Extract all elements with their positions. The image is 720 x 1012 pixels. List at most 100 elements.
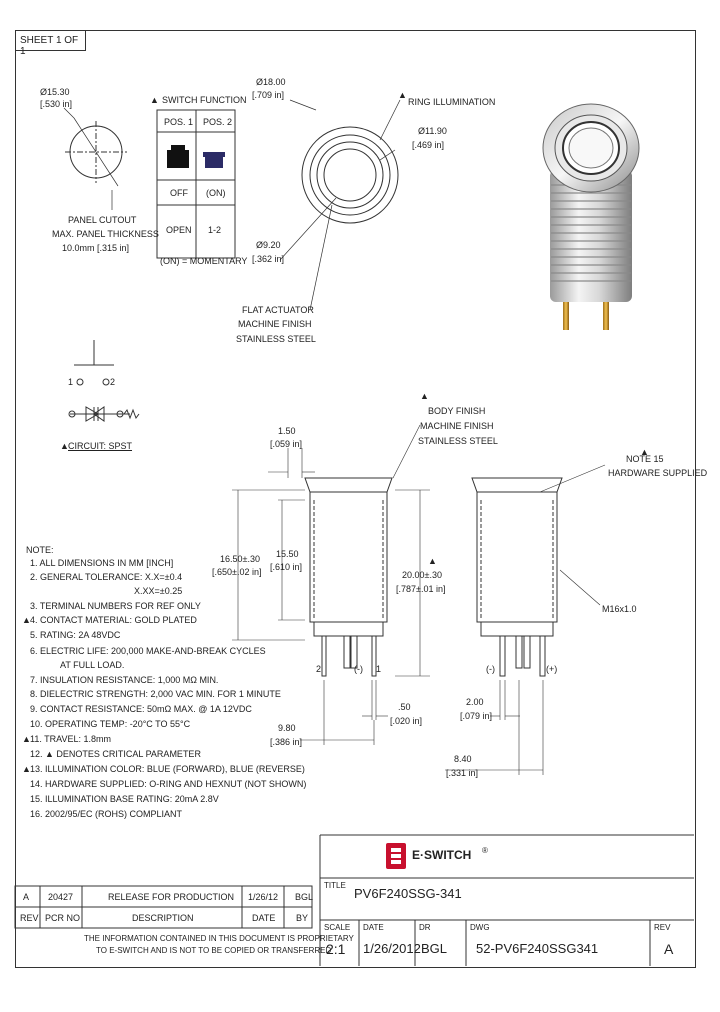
rev-value: A — [664, 941, 674, 957]
title-label: TITLE — [324, 881, 346, 890]
pos1-header: POS. 1 — [164, 117, 194, 127]
dim-1650-in: [.650±.02 in] — [212, 567, 262, 577]
dim-980-in: [.386 in] — [270, 737, 303, 747]
proprietary-line-2: TO E-SWITCH AND IS NOT TO BE COPIED OR T… — [96, 946, 332, 955]
note-flag-13: ▲ — [22, 764, 31, 774]
brand-registered: ® — [482, 846, 488, 855]
term-2-label: 2 — [316, 664, 322, 674]
front-dia1-in: [.709 in] — [252, 90, 285, 100]
dwg-number: 52-PV6F240SSG341 — [476, 941, 599, 956]
front-dia2-mm: Ø11.90 — [418, 126, 447, 136]
front-dia3-in: [.362 in] — [252, 254, 285, 264]
term-minus-label: (-) — [354, 664, 363, 674]
brand-name: E·SWITCH — [412, 848, 472, 862]
switch-function-title: SWITCH FUNCTION — [162, 95, 247, 105]
panel-cutout-label: PANEL CUTOUT — [68, 215, 137, 225]
dim-050-in: [.020 in] — [390, 716, 423, 726]
circuit-term-2: 2 — [110, 377, 116, 387]
rev-head-by: BY — [296, 913, 309, 923]
front-dia1-mm: Ø18.00 — [256, 77, 286, 87]
switch-render-image — [542, 103, 640, 330]
body-label-3: STAINLESS STEEL — [418, 436, 498, 446]
dim-200-mm: 2.00 — [466, 697, 484, 707]
note15-label: NOTE 15 — [626, 454, 664, 464]
note-line: 9. CONTACT RESISTANCE: 50mΩ MAX. @ 1A 12… — [30, 704, 252, 714]
body-label-1: BODY FINISH — [428, 406, 486, 416]
note-line: 11. TRAVEL: 1.8mm — [30, 734, 112, 744]
pos1-actuator-icon — [167, 150, 189, 168]
rev-head-date: DATE — [252, 913, 276, 923]
rev-row-pcr: 20427 — [48, 892, 74, 902]
thread-label: M16x1.0 — [602, 604, 637, 614]
dim-200-in: [.079 in] — [460, 711, 493, 721]
circuit-term-1: 1 — [68, 377, 74, 387]
dim-2000-mm: 20.00±.30 — [402, 570, 442, 580]
dim-840-in: [.331 in] — [446, 768, 479, 778]
circuit-label: CIRCUIT: SPST — [68, 441, 133, 451]
note-flag-11: ▲ — [22, 734, 31, 744]
actuator-label-1: FLAT ACTUATOR — [242, 305, 314, 315]
note-line: 12. ▲ DENOTES CRITICAL PARAMETER — [30, 749, 201, 759]
rev-label: REV — [654, 923, 671, 932]
body-flag: ▲ — [420, 391, 429, 401]
rev-row-date: 1/26/12 — [248, 892, 279, 902]
note15-flag: ▲ — [640, 447, 649, 457]
sheet-box: SHEET 1 OF 1 — [15, 30, 86, 57]
panel-dia-mm: Ø15.30 — [40, 87, 70, 97]
hardware-label: HARDWARE SUPPLIED — [608, 468, 708, 478]
note-line: 2. GENERAL TOLERANCE: X.X=±0.4 — [30, 572, 183, 582]
note-line: 13. ILLUMINATION COLOR: BLUE (FORWARD), … — [30, 764, 305, 774]
rev-row-by: BGL — [295, 892, 314, 902]
ring-illumination-label: RING ILLUMINATION — [408, 97, 496, 107]
notes-title: NOTE: — [26, 545, 54, 555]
drawing-frame — [15, 30, 696, 968]
dim-2000-flag: ▲ — [428, 556, 437, 566]
panel-thickness-label: MAX. PANEL THICKNESS — [52, 229, 159, 239]
front-dia3-mm: Ø9.20 — [256, 240, 281, 250]
term-1-label: 1 — [376, 664, 382, 674]
part-number-title: PV6F240SSG-341 — [354, 886, 462, 901]
note-flag-4: ▲ — [22, 615, 31, 625]
pos2-circuit: 1-2 — [208, 225, 222, 235]
rev-head-desc: DESCRIPTION — [132, 913, 194, 923]
switch-function-flag: ▲ — [150, 95, 159, 105]
sheet-label: SHEET 1 OF 1 — [20, 35, 79, 57]
actuator-label-3: STAINLESS STEEL — [236, 334, 316, 344]
dim-2000-in: [.787±.01 in] — [396, 584, 446, 594]
ring-flag: ▲ — [398, 90, 407, 100]
note-line: 3. TERMINAL NUMBERS FOR REF ONLY — [30, 601, 201, 611]
dim-840-mm: 8.40 — [454, 754, 472, 764]
note-line: 16. 2002/95/EC (ROHS) COMPLIANT — [30, 809, 183, 819]
dim-1650-mm: 16.50±.30 — [220, 554, 260, 564]
note-line: X.XX=±0.25 — [134, 586, 183, 596]
circuit-flag: ▲ — [60, 441, 69, 451]
term-4-label: (+) — [546, 664, 558, 674]
pos1-state: OFF — [170, 188, 188, 198]
panel-dia-in: [.530 in] — [40, 99, 73, 109]
actuator-label-2: MACHINE FINISH — [238, 319, 312, 329]
momentary-note: (ON) = MOMENTARY — [160, 256, 248, 266]
term-3-label: (-) — [486, 664, 495, 674]
scale-label: SCALE — [324, 923, 351, 932]
pos2-header: POS. 2 — [203, 117, 233, 127]
note-line: 15. ILLUMINATION BASE RATING: 20mA 2.8V — [30, 794, 219, 804]
dim-150-mm: 1.50 — [278, 426, 296, 436]
drawn-by-label: DR — [419, 923, 431, 932]
note-line: 1. ALL DIMENSIONS IN MM [INCH] — [30, 558, 174, 568]
dim-980-mm: 9.80 — [278, 723, 296, 733]
note-line: AT FULL LOAD. — [60, 660, 125, 670]
rev-head-rev: REV — [20, 913, 39, 923]
note-line: 4. CONTACT MATERIAL: GOLD PLATED — [30, 615, 197, 625]
dim-1550-in: [.610 in] — [270, 562, 303, 572]
date-label: DATE — [363, 923, 384, 932]
dim-150-in: [.059 in] — [270, 439, 303, 449]
pos2-state: (ON) — [206, 188, 226, 198]
rev-row-rev: A — [23, 892, 30, 902]
note-line: 5. RATING: 2A 48VDC — [30, 630, 121, 640]
drawn-by-value: BGL — [421, 941, 448, 956]
date-value: 1/26/2012 — [363, 941, 421, 956]
note-line: 14. HARDWARE SUPPLIED: O-RING AND HEXNUT… — [30, 779, 307, 789]
pos1-circuit: OPEN — [166, 225, 192, 235]
front-dia2-in: [.469 in] — [412, 140, 445, 150]
